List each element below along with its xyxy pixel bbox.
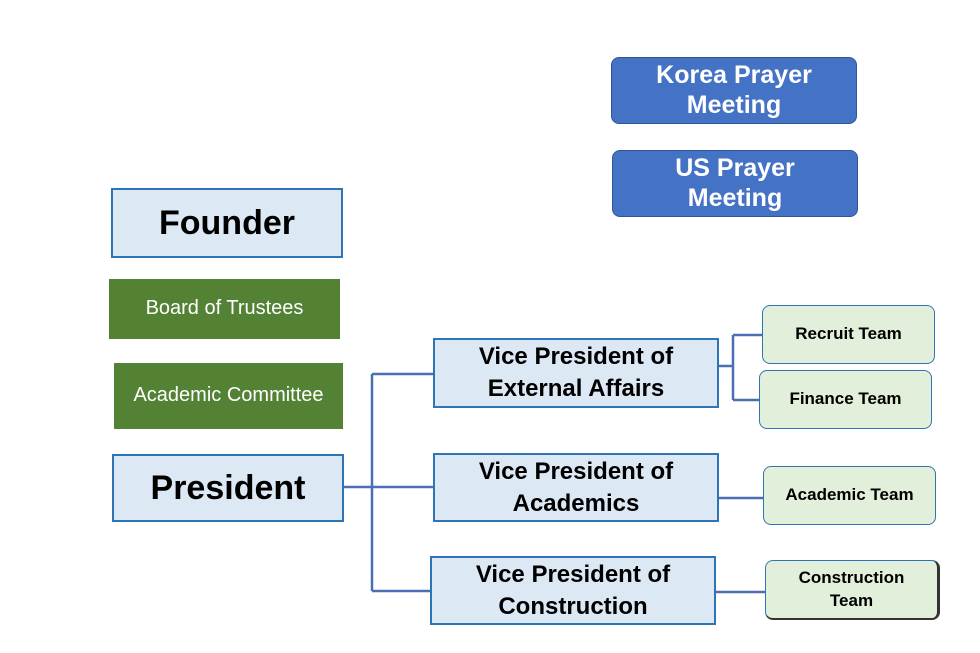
finance-team-label: Finance Team — [789, 389, 902, 409]
finance-team-box: Finance Team — [759, 370, 932, 429]
vp-academics-label: Vice President of Academics — [478, 457, 674, 517]
board-of-trustees-box: Board of Trustees — [109, 279, 340, 339]
academic-team-box: Academic Team — [763, 466, 936, 525]
us-prayer-meeting-box: US Prayer Meeting — [612, 150, 858, 217]
founder-label: Founder — [159, 203, 295, 242]
vp-construction-label: Vice President of Construction — [475, 560, 671, 620]
academic-committee-box: Academic Committee — [114, 363, 343, 429]
president-box: President — [112, 454, 344, 522]
founder-box: Founder — [111, 188, 343, 258]
academic-committee-label: Academic Committee — [133, 384, 324, 407]
academic-team-label: Academic Team — [785, 485, 914, 505]
recruit-team-box: Recruit Team — [762, 305, 935, 364]
vp-construction-box: Vice President of Construction — [430, 556, 716, 625]
vp-external-affairs-box: Vice President of External Affairs — [433, 338, 719, 408]
construction-team-box: Construction Team — [765, 560, 940, 620]
president-label: President — [150, 468, 306, 507]
korea-prayer-meeting-label: Korea Prayer Meeting — [656, 61, 812, 119]
vp-external-affairs-label: Vice President of External Affairs — [478, 343, 674, 402]
korea-prayer-meeting-box: Korea Prayer Meeting — [611, 57, 857, 124]
vp-academics-box: Vice President of Academics — [433, 453, 719, 522]
us-prayer-meeting-label: US Prayer Meeting — [675, 154, 795, 212]
recruit-team-label: Recruit Team — [795, 324, 902, 344]
board-of-trustees-label: Board of Trustees — [145, 297, 304, 320]
construction-team-label: Construction Team — [798, 568, 905, 610]
